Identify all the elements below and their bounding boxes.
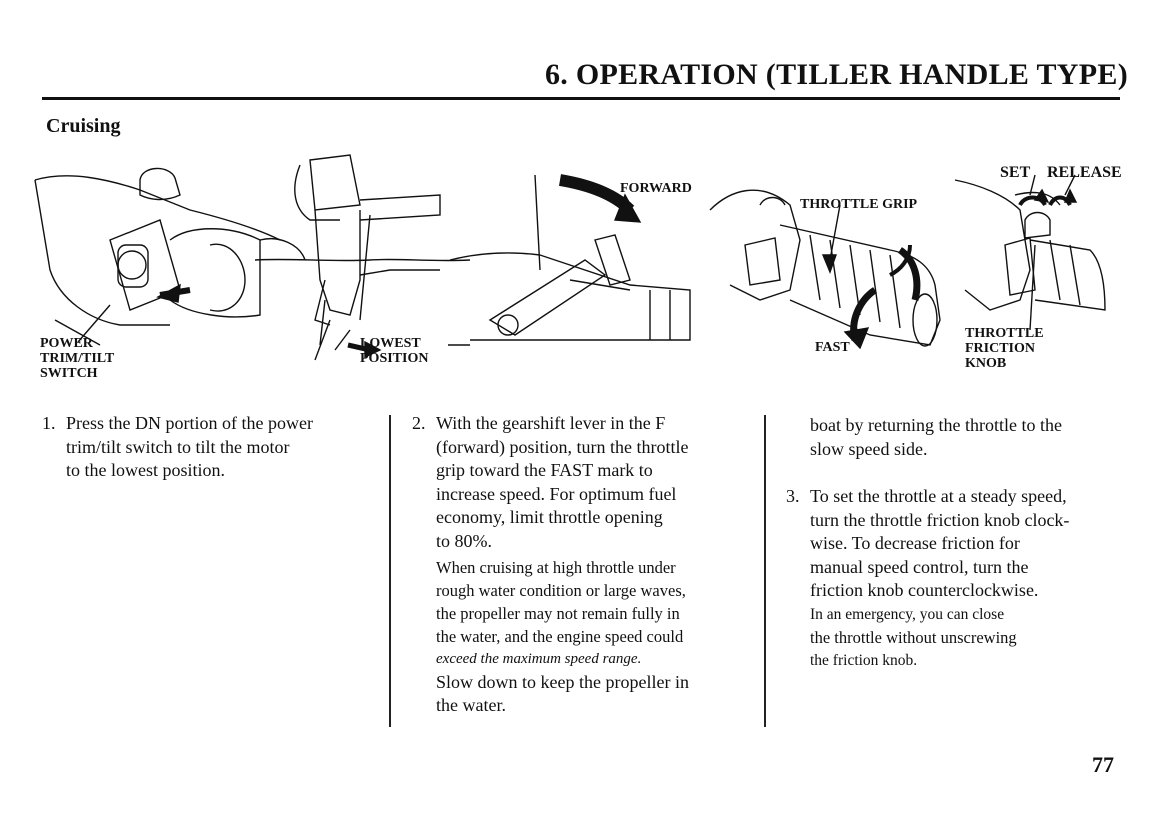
note-line: the friction knob. [810, 651, 918, 669]
page-title: 6. OPERATION (TILLER HANDLE TYPE) [544, 58, 1128, 91]
step-1: 1. Press the DN portion of the power tri… [42, 412, 382, 483]
label-line: SWITCH [40, 366, 98, 381]
step-number: 2. [412, 413, 426, 433]
step-line: Press the DN portion of the power [66, 413, 313, 433]
label-throttle-grip: THROTTLE GRIP [800, 197, 918, 212]
step-3: 3. To set the throttle at a steady speed… [786, 485, 1131, 672]
power-trim-switch-illustration [34, 167, 306, 346]
step-line: With the gearshift lever in the F [436, 413, 666, 433]
step-line: grip toward the FAST mark to [436, 460, 653, 480]
section-heading: Cruising [46, 115, 121, 137]
step-line: To set the throttle at a steady speed, [810, 486, 1067, 506]
note-line: the propeller may not remain fully in [436, 604, 680, 623]
step-line: trim/tilt switch to tilt the motor [66, 436, 290, 457]
label-line: KNOB [965, 356, 1007, 371]
label-line: THROTTLE [965, 326, 1044, 341]
title-rule [42, 97, 1120, 100]
note-line: exceed the maximum speed range. [436, 651, 642, 667]
label-lowest-position: LOWEST POSITION [360, 336, 428, 366]
step-line: friction knob counterclockwise. [810, 580, 1039, 600]
label-set: SET [1000, 164, 1031, 181]
step-3-note: In an emergency, you can close the throt… [810, 603, 1131, 672]
step-line: boat by returning the throttle to the [810, 415, 1062, 435]
label-power-trim-tilt-switch: POWER TRIM/TILT SWITCH [40, 336, 114, 381]
illustration-strip [34, 154, 1106, 361]
label-line: LOWEST [360, 336, 421, 351]
label-line: POWER [40, 336, 93, 351]
throttle-grip-illustration [709, 189, 941, 347]
step-line: to the lowest position. [66, 460, 225, 480]
step-line: (forward) position, turn the throttle [436, 436, 689, 457]
step-number: 1. [42, 413, 56, 433]
step-line: manual speed control, turn the [810, 556, 1029, 577]
note-line: When cruising at high throttle under [436, 558, 676, 577]
step-line: wise. To decrease friction for [810, 533, 1020, 553]
note-line: rough water condition or large waves, [436, 581, 686, 600]
label-line: POSITION [360, 351, 429, 366]
column-divider [389, 415, 391, 727]
note-line: In an emergency, you can close [810, 605, 1005, 623]
outboard-motor-illustration [254, 154, 471, 361]
step-number: 3. [786, 486, 800, 506]
note-line: the water. [436, 695, 506, 715]
step-2-continued: boat by returning the throttle to the sl… [786, 414, 1131, 461]
note-line: the throttle without unscrewing [810, 627, 1017, 647]
page-number: 77 [1092, 752, 1114, 777]
label-line: TRIM/TILT [40, 351, 115, 366]
step-line: economy, limit throttle opening [436, 507, 663, 527]
step-line: increase speed. For optimum fuel [436, 483, 677, 504]
label-line: FRICTION [965, 341, 1036, 356]
friction-knob-illustration [954, 179, 1106, 311]
label-forward: FORWARD [620, 181, 692, 196]
step-line: slow speed side. [810, 438, 928, 459]
step-2-note: When cruising at high throttle under rou… [436, 556, 757, 717]
label-fast: FAST [815, 340, 850, 355]
note-line: Slow down to keep the propeller in [436, 672, 689, 692]
page-header: 6. OPERATION (TILLER HANDLE TYPE) [0, 0, 1158, 110]
gearshift-lever-illustration [449, 174, 691, 341]
note-line: the water, and the engine speed could [436, 627, 684, 646]
label-throttle-friction-knob: THROTTLE FRICTION KNOB [965, 326, 1044, 371]
step-2: 2. With the gearshift lever in the F (fo… [412, 412, 757, 717]
column-divider [764, 415, 766, 727]
label-release: RELEASE [1047, 164, 1122, 181]
step-line: to 80%. [436, 530, 492, 551]
step-line: turn the throttle friction knob clock- [810, 509, 1070, 530]
